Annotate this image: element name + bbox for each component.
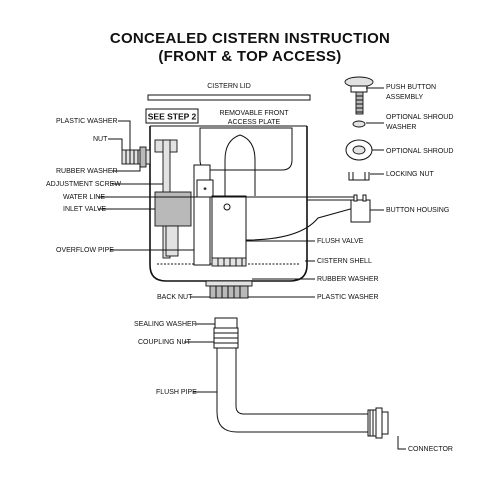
label-back-nut: BACK NUT [157, 294, 193, 301]
label-plastic-washer-right: PLASTIC WASHER [317, 294, 379, 301]
label-overflow-pipe: OVERFLOW PIPE [56, 247, 114, 254]
button-housing [350, 199, 371, 223]
flush-pipe [216, 348, 368, 433]
label-shroud-washer-2: WASHER [386, 124, 416, 131]
label-inlet-valve: INLET VALVE [63, 206, 107, 213]
locking-nut [348, 172, 370, 181]
label-sealing-washer: SEALING WASHER [134, 321, 197, 328]
label-see-step: SEE STEP 2 [148, 112, 197, 122]
cistern-lid [147, 94, 311, 101]
connector [367, 409, 377, 437]
label-adjustment-screw: ADJUSTMENT SCREW [46, 181, 121, 188]
label-water-line: WATER LINE [63, 194, 105, 201]
inlet-valve-float [154, 191, 192, 227]
sealing-washer [214, 317, 238, 329]
label-connector: CONNECTOR [408, 446, 453, 453]
label-shroud-washer-1: OPTIONAL SHROUD [386, 114, 453, 121]
asterisk-mark: * [203, 185, 207, 195]
back-nut [209, 285, 249, 299]
label-button-housing: BUTTON HOUSING [386, 207, 449, 214]
see-step-box [145, 108, 199, 124]
label-flush-pipe: FLUSH PIPE [156, 389, 197, 396]
label-push-button-1: PUSH BUTTON [386, 84, 436, 91]
front-access-plate [199, 127, 293, 171]
label-plastic-washer-top: PLASTIC WASHER [56, 118, 118, 125]
label-flush-valve: FLUSH VALVE [317, 238, 364, 245]
cable [224, 134, 256, 196]
shroud-washer [352, 120, 366, 128]
label-coupling-nut: COUPLING NUT [138, 339, 192, 346]
label-push-button-2: ASSEMBLY [386, 94, 424, 101]
label-removable-plate-1: REMOVABLE FRONT [219, 110, 289, 117]
diagram-title-line-2: (FRONT & TOP ACCESS) [158, 48, 342, 65]
label-optional-shroud: OPTIONAL SHROUD [386, 148, 453, 155]
label-removable-plate-2: ACCESS PLATE [228, 119, 281, 126]
label-cistern-lid: CISTERN LID [207, 83, 251, 90]
diagram-title-line-1: CONCEALED CISTERN INSTRUCTION [109, 30, 391, 47]
rubber-washer [205, 280, 253, 287]
label-rubber-washer-left: RUBBER WASHER [56, 168, 118, 175]
label-locking-nut: LOCKING NUT [386, 171, 435, 178]
label-rubber-washer-right: RUBBER WASHER [317, 276, 379, 283]
label-nut: NUT [93, 136, 108, 143]
label-cistern-shell: CISTERN SHELL [317, 258, 372, 265]
